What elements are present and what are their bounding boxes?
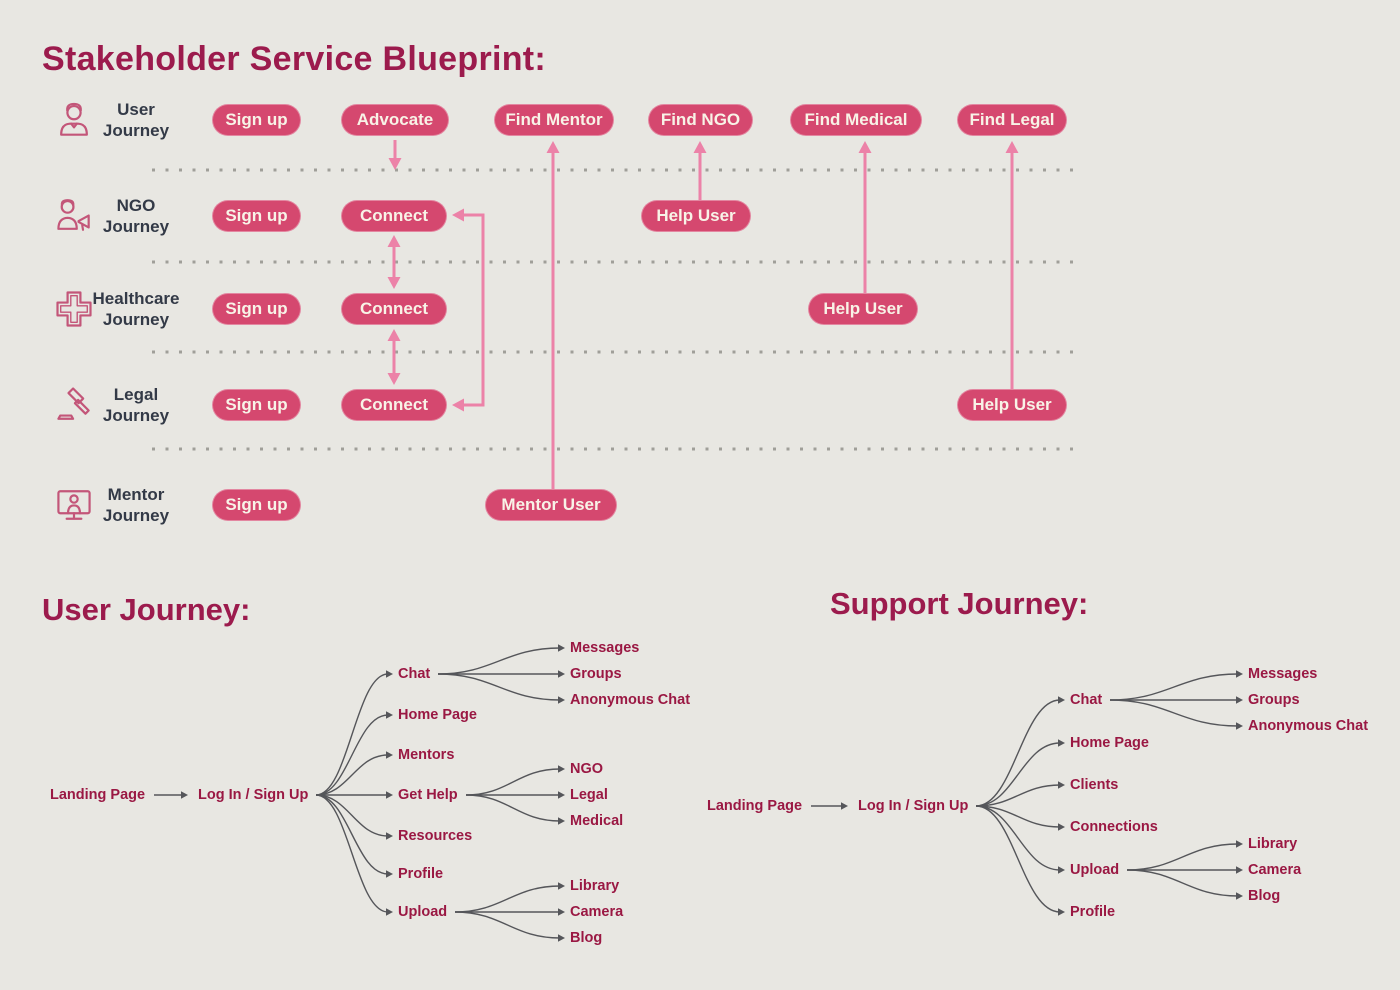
- user-journey-node-messages: Messages: [570, 640, 640, 656]
- pill-mentor-sign-up[interactable]: Sign up: [212, 489, 301, 521]
- user-journey-node-mentors: Mentors: [398, 747, 455, 763]
- pill-healthcare-help-user[interactable]: Help User: [808, 293, 918, 325]
- pill-user-advocate[interactable]: Advocate: [341, 104, 449, 136]
- user-journey-title: User Journey:: [42, 592, 251, 627]
- user-journey-node-groups: Groups: [570, 666, 622, 682]
- user-icon: [52, 98, 96, 142]
- journey-label-line1: Legal: [113, 384, 159, 404]
- support-journey-node-library: Library: [1248, 836, 1298, 852]
- user-journey-node-blog: Blog: [570, 930, 603, 946]
- pill-mentor-mentor-user[interactable]: Mentor User: [485, 489, 617, 521]
- journey-label-ngo: NGO Journey: [103, 195, 169, 238]
- user-journey-node-home-page: Home Page: [398, 707, 477, 723]
- support-journey-node-home-page: Home Page: [1070, 735, 1149, 751]
- page-title: Stakeholder Service Blueprint:: [42, 40, 547, 78]
- journey-label-line1: Healthcare: [92, 288, 180, 308]
- journey-label-line2: Journey: [102, 217, 170, 236]
- user-journey-node-upload: Upload: [398, 904, 448, 920]
- mentor-icon: [52, 483, 96, 527]
- pill-user-find-legal[interactable]: Find Legal: [957, 104, 1067, 136]
- user-journey-node-medical: Medical: [570, 813, 624, 829]
- support-journey-node-messages: Messages: [1248, 666, 1318, 682]
- user-journey-node-chat: Chat: [398, 666, 431, 682]
- pill-healthcare-sign-up[interactable]: Sign up: [212, 293, 301, 325]
- user-journey-node-profile: Profile: [398, 866, 444, 882]
- support-journey-node-connections: Connections: [1070, 819, 1158, 835]
- pill-user-find-ngo[interactable]: Find NGO: [648, 104, 753, 136]
- user-journey-node-log-in-sign-up: Log In / Sign Up: [198, 787, 309, 803]
- pill-user-sign-up[interactable]: Sign up: [212, 104, 301, 136]
- pill-ngo-help-user[interactable]: Help User: [641, 200, 751, 232]
- support-journey-title: Support Journey:: [830, 586, 1089, 621]
- pill-user-find-medical[interactable]: Find Medical: [790, 104, 922, 136]
- journey-label-line2: Journey: [102, 310, 170, 329]
- pill-user-find-mentor[interactable]: Find Mentor: [494, 104, 614, 136]
- support-journey-node-profile: Profile: [1070, 904, 1116, 920]
- support-journey-node-upload: Upload: [1070, 862, 1120, 878]
- user-journey-node-legal: Legal: [570, 787, 608, 803]
- user-journey-node-camera: Camera: [570, 904, 624, 920]
- pill-healthcare-connect[interactable]: Connect: [341, 293, 447, 325]
- journey-label-line1: NGO: [116, 195, 156, 215]
- user-journey-node-anonymous-chat: Anonymous Chat: [570, 692, 691, 708]
- pill-legal-connect[interactable]: Connect: [341, 389, 447, 421]
- support-journey-node-clients: Clients: [1070, 777, 1119, 793]
- user-journey-node-get-help: Get Help: [398, 787, 458, 803]
- journey-label-line1: User: [117, 99, 155, 119]
- pill-ngo-connect[interactable]: Connect: [341, 200, 447, 232]
- healthcare-icon: [52, 287, 96, 331]
- support-journey-node-groups: Groups: [1248, 692, 1300, 708]
- user-journey-node-landing-page: Landing Page: [50, 787, 146, 803]
- pill-legal-help-user[interactable]: Help User: [957, 389, 1067, 421]
- journey-label-line2: Journey: [102, 406, 170, 425]
- user-journey-node-ngo: NGO: [570, 761, 604, 777]
- pill-ngo-sign-up[interactable]: Sign up: [212, 200, 301, 232]
- ngo-icon: [52, 194, 96, 238]
- support-journey-node-log-in-sign-up: Log In / Sign Up: [858, 798, 969, 814]
- support-journey-node-chat: Chat: [1070, 692, 1103, 708]
- support-journey-node-blog: Blog: [1248, 888, 1281, 904]
- legal-icon: [52, 383, 96, 427]
- support-journey-node-anonymous-chat: Anonymous Chat: [1248, 718, 1369, 734]
- journey-label-line2: Journey: [102, 121, 170, 140]
- journey-label-line1: Mentor: [107, 484, 165, 504]
- pill-legal-sign-up[interactable]: Sign up: [212, 389, 301, 421]
- user-journey-node-library: Library: [570, 878, 620, 894]
- user-journey-node-resources: Resources: [398, 828, 473, 844]
- support-journey-node-landing-page: Landing Page: [707, 798, 803, 814]
- support-journey-node-camera: Camera: [1248, 862, 1302, 878]
- journey-label-line2: Journey: [102, 506, 170, 525]
